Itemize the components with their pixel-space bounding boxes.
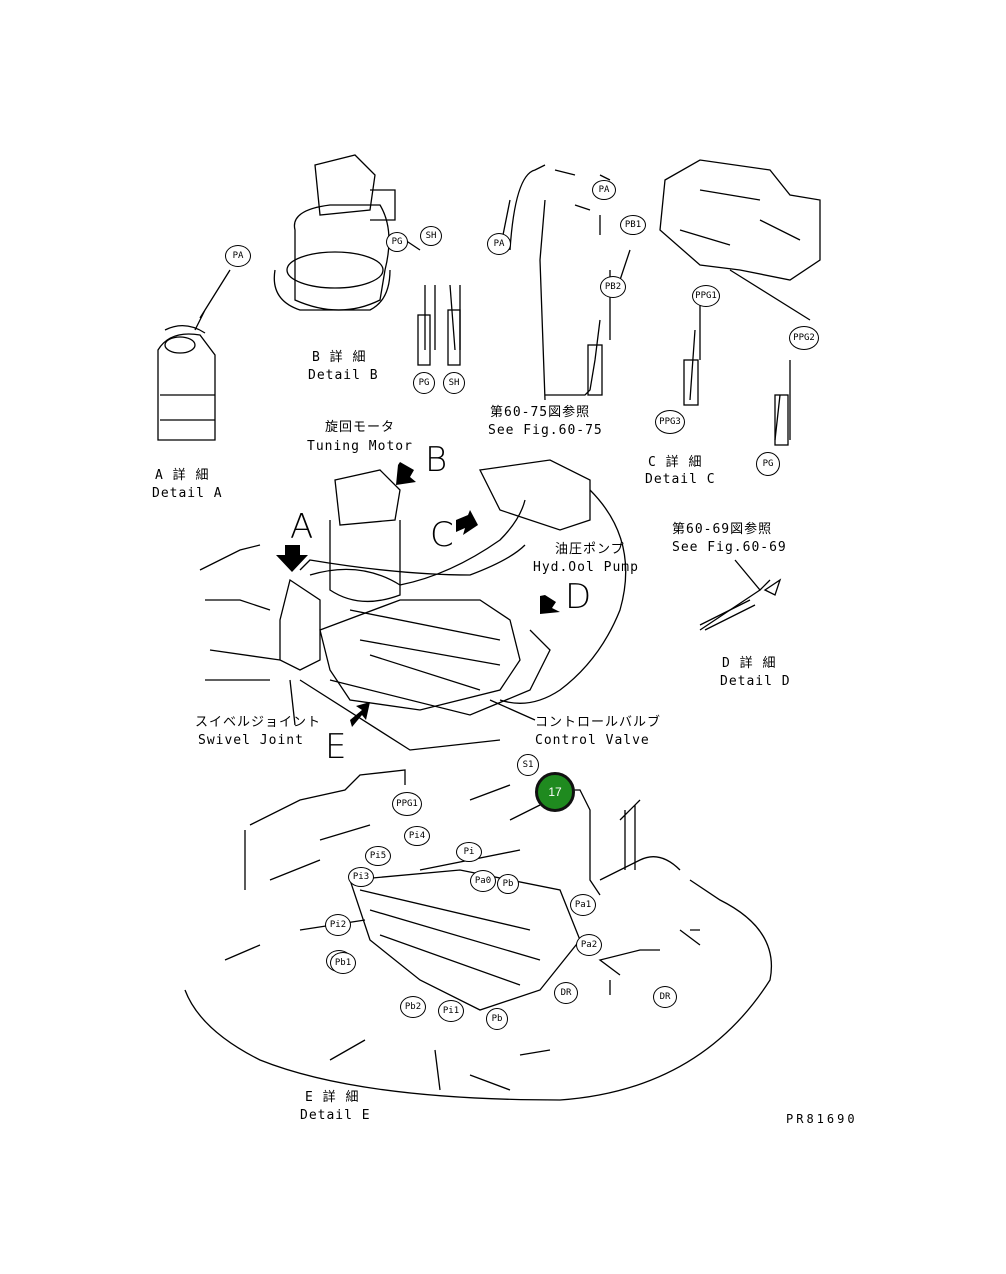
port-tag-pi1: Pi1 bbox=[438, 1000, 464, 1022]
port-tag-pa: PA bbox=[487, 233, 511, 255]
port-tag-ppg2: PPG2 bbox=[789, 326, 819, 350]
swivel-label-jp: スイベルジョイント bbox=[195, 715, 322, 730]
port-tag-s1: S1 bbox=[517, 754, 539, 776]
valve-label-en: Control Valve bbox=[535, 733, 650, 748]
pump-label-jp: 油圧ポンプ bbox=[555, 542, 625, 557]
detail-b-label-jp: B 詳 細 bbox=[312, 350, 367, 365]
port-tag-pg: PG bbox=[386, 232, 408, 252]
fig-60-75-jp: 第60-75図参照 bbox=[490, 405, 591, 420]
callout-hotspot-17[interactable]: 17 bbox=[535, 772, 575, 812]
view-arrows bbox=[276, 462, 560, 727]
port-tag-pi4: Pi4 bbox=[404, 826, 430, 846]
drawing-reference-code: PR81690 bbox=[786, 1112, 858, 1126]
port-tag-dr: DR bbox=[653, 986, 677, 1008]
swivel-label-en: Swivel Joint bbox=[198, 733, 304, 748]
port-tag-pb2: Pb2 bbox=[400, 996, 426, 1018]
port-tag-pi5: Pi5 bbox=[365, 846, 391, 866]
detail-e-label-jp: E 詳 細 bbox=[305, 1090, 360, 1105]
fig-60-69-jp: 第60-69図参照 bbox=[672, 522, 773, 537]
view-letter-a: A bbox=[290, 507, 314, 547]
port-tag-pa2: Pa2 bbox=[576, 934, 602, 956]
valve-label-jp: コントロールバルブ bbox=[535, 715, 662, 730]
detail-d-label-en: Detail D bbox=[720, 674, 791, 689]
port-tag-pg: PG bbox=[413, 372, 435, 394]
fig-60-69-en: See Fig.60-69 bbox=[672, 540, 787, 555]
port-tag-sh: SH bbox=[443, 372, 465, 394]
port-tag-pb1: Pb1 bbox=[330, 952, 356, 974]
view-letter-b: B bbox=[425, 440, 448, 480]
detail-c-drawing bbox=[499, 159, 821, 446]
port-tag-pi2: Pi2 bbox=[325, 914, 351, 936]
port-tag-pb2: PB2 bbox=[600, 276, 626, 298]
detail-a-drawing bbox=[157, 269, 231, 441]
detail-b-label-en: Detail B bbox=[308, 368, 379, 383]
detail-e-drawing bbox=[184, 769, 772, 1101]
center-assembly-drawing bbox=[199, 459, 771, 751]
port-tag-sh: SH bbox=[420, 226, 442, 246]
view-letter-c: C bbox=[430, 515, 454, 555]
port-tag-pb: Pb bbox=[486, 1008, 508, 1030]
motor-label-jp: 旋回モータ bbox=[325, 420, 396, 435]
detail-e-label-en: Detail E bbox=[300, 1108, 371, 1123]
port-tag-pi: Pi bbox=[456, 842, 482, 862]
port-tag-pa: PA bbox=[592, 180, 616, 200]
port-tag-pa1: Pa1 bbox=[570, 894, 596, 916]
port-tag-pg: PG bbox=[756, 452, 780, 476]
port-tag-pb1: PB1 bbox=[620, 215, 646, 235]
view-letter-d: D bbox=[565, 577, 592, 617]
pump-label-en: Hyd.Ool Pump bbox=[533, 560, 639, 575]
detail-c-label-jp: C 詳 細 bbox=[648, 455, 703, 470]
detail-a-label-en: Detail A bbox=[152, 486, 223, 501]
fig-60-75-en: See Fig.60-75 bbox=[488, 423, 603, 438]
detail-b-drawing bbox=[273, 154, 461, 366]
detail-c-label-en: Detail C bbox=[645, 472, 716, 487]
port-tag-pa: PA bbox=[225, 245, 251, 267]
view-letter-e: E bbox=[325, 727, 347, 767]
port-tag-ppg1: PPG1 bbox=[392, 792, 422, 816]
port-tag-pa0: Pa0 bbox=[470, 870, 496, 892]
port-tag-pb: Pb bbox=[497, 874, 519, 894]
motor-label-en: Tuning Motor bbox=[307, 439, 413, 454]
port-tag-dr: DR bbox=[554, 982, 578, 1004]
port-tag-ppg1: PPG1 bbox=[692, 285, 720, 307]
detail-d-label-jp: D 詳 細 bbox=[722, 656, 777, 671]
detail-a-label-jp: A 詳 細 bbox=[155, 468, 210, 483]
port-tag-pi3: Pi3 bbox=[348, 867, 374, 887]
port-tag-ppg3: PPG3 bbox=[655, 410, 685, 434]
detail-d-drawing bbox=[699, 578, 782, 631]
